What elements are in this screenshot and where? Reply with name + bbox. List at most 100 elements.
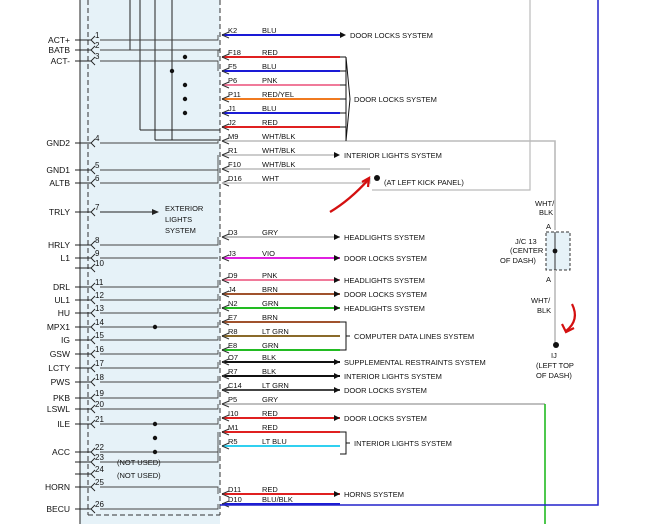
- wire-code-r8: R8: [228, 327, 238, 336]
- wire-color-label: BRN: [262, 313, 278, 322]
- wire-pin-mark: [221, 276, 230, 284]
- wire-color-label: LT GRN: [262, 381, 289, 390]
- left-label-horn: HORN: [45, 482, 70, 492]
- pin-tick: [75, 447, 96, 457]
- junction-dot: [182, 110, 188, 116]
- pin-number: 25: [95, 478, 104, 487]
- system-interior-lights-3: INTERIOR LIGHTS SYSTEM: [354, 439, 452, 448]
- system-headlights-2: HEADLIGHTS SYSTEM: [344, 276, 425, 285]
- internal-conn: [100, 141, 219, 144]
- wire-color-label: LT BLU: [262, 437, 287, 446]
- annotation-arrow-kick: [329, 179, 369, 214]
- wire-code-d9: D9: [228, 271, 238, 280]
- wire-code-k2: K2: [228, 26, 237, 35]
- wire-pin-mark: [221, 372, 230, 380]
- system-door-locks-3: DOOR LOCKS SYSTEM: [344, 254, 427, 263]
- junction-dot: [182, 96, 188, 102]
- wire-code-f10: F10: [228, 160, 241, 169]
- system-headlights-3: HEADLIGHTS SYSTEM: [344, 304, 425, 313]
- pin-number: 21: [95, 415, 104, 424]
- internal-conn: [100, 280, 219, 288]
- junction-dot: [152, 421, 158, 427]
- wire-pin-mark: [221, 31, 230, 39]
- jc13-loc2: OF DASH): [500, 256, 536, 265]
- jc13-blk-label: BLK: [539, 208, 553, 217]
- system-interior-lights-1: INTERIOR LIGHTS SYSTEM: [344, 151, 442, 160]
- wire-pin-mark: [221, 304, 230, 312]
- wire-code-e7: E7: [228, 313, 237, 322]
- wire-pin-mark: [221, 358, 230, 366]
- internal-conn: [100, 322, 219, 328]
- left-label-pws: PWS: [51, 377, 71, 387]
- jc13-loc1: (CENTER: [510, 246, 544, 255]
- wire-code-m1: M1: [228, 423, 238, 432]
- wire-pin-mark: [221, 490, 230, 498]
- internal-conn: [100, 237, 219, 246]
- pin-tick: [75, 308, 96, 318]
- wire-color-label: VIO: [262, 249, 275, 258]
- pin-number: 9: [95, 249, 100, 258]
- junction-dot: [152, 449, 158, 455]
- pin-tick: [75, 207, 96, 217]
- junction-dot: [182, 54, 188, 60]
- wire-code-j3: J3: [228, 249, 236, 258]
- internal-conn: [100, 376, 219, 383]
- jc13-node: [552, 248, 558, 254]
- jc13-box: [545, 231, 571, 271]
- pin-tick: [75, 457, 96, 467]
- wire-pin-mark: [221, 428, 230, 436]
- arrow-system-interior-lights-2: [334, 373, 340, 379]
- left-label-becu: BECU: [46, 504, 70, 514]
- pin-tick: [75, 138, 96, 148]
- pin-tick: [75, 404, 96, 414]
- pin-number: 3: [95, 52, 100, 61]
- wire-code-d3: D3: [228, 228, 238, 237]
- ij-wht-label: WHT/: [531, 296, 551, 305]
- wht-blk-route: [545, 140, 556, 230]
- wire-code-r7: R7: [228, 367, 238, 376]
- wire-code-d11: D11: [228, 485, 241, 494]
- computer-bracket: [340, 321, 350, 351]
- wire-code-r1: R1: [228, 146, 238, 155]
- pin-number: 15: [95, 331, 104, 340]
- jc13-pin-top: A: [546, 222, 551, 231]
- left-label-drl: DRL: [53, 282, 70, 292]
- arrow-system-interior-lights-1: [334, 152, 340, 158]
- pin-number: 24: [95, 465, 104, 474]
- wire-pin-mark: [221, 442, 230, 450]
- pin-number: 5: [95, 161, 100, 170]
- system-door-locks-4: DOOR LOCKS SYSTEM: [344, 290, 427, 299]
- pin-number: 22: [95, 443, 104, 452]
- internal-conn: [100, 486, 219, 494]
- pin-tick: [75, 335, 96, 345]
- wire-code-m9: M9: [228, 132, 238, 141]
- pin-tick: [75, 393, 96, 403]
- pin-number: 4: [95, 134, 100, 143]
- pin-number: 2: [95, 41, 100, 50]
- wire-color-label: WHT/BLK: [262, 146, 295, 155]
- wire-code-p5: P5: [228, 395, 237, 404]
- wire-color-label: GRN: [262, 341, 279, 350]
- internal-conn: [100, 418, 219, 425]
- pin-number: 11: [95, 278, 104, 287]
- arrow-system-srs: [334, 359, 340, 365]
- arrow-system-headlights-3: [334, 305, 340, 311]
- arrow-system-door-locks-5: [334, 387, 340, 393]
- internal-conn: [100, 390, 219, 399]
- wire-code-c14: C14: [228, 381, 242, 390]
- wire-pin-mark: [221, 165, 230, 173]
- left-label-gsw: GSW: [50, 349, 70, 359]
- left-label-l1: L1: [61, 253, 71, 263]
- wire-pin-mark: [221, 414, 230, 422]
- ij-loc1: (LEFT TOP: [536, 361, 574, 370]
- exterior-lights-line3: SYSTEM: [165, 226, 196, 235]
- left-label-ile: ILE: [57, 419, 70, 429]
- internal-conn: [100, 35, 219, 41]
- pin-tick: [75, 45, 96, 55]
- left-label-trly: TRLY: [49, 207, 70, 217]
- wire-pin-mark: [221, 318, 230, 326]
- system-door-locks-5: DOOR LOCKS SYSTEM: [344, 386, 427, 395]
- pin-tick: [75, 282, 96, 292]
- wire-pin-mark: [221, 386, 230, 394]
- wire-pin-mark: [221, 137, 230, 145]
